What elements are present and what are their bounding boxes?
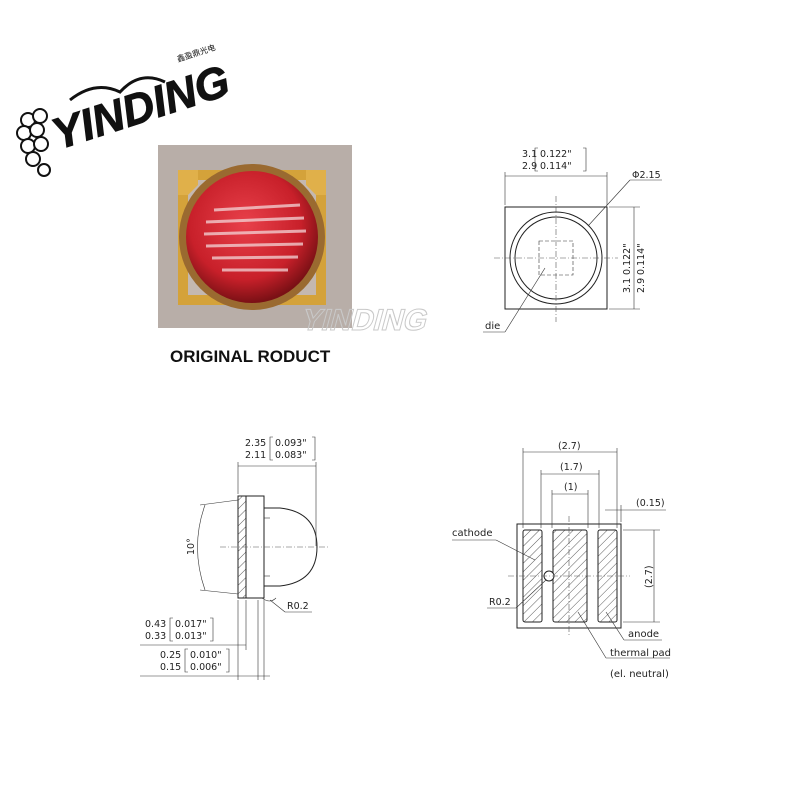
svg-text:2.9: 2.9 [522,161,537,172]
svg-text:10°: 10° [186,538,197,555]
svg-text:die: die [485,321,500,332]
svg-text:0.006": 0.006" [190,662,222,673]
svg-text:(0.15): (0.15) [636,498,665,509]
svg-text:3.1: 3.1 [622,278,633,293]
lens-highlights [203,203,307,272]
svg-text:thermal pad: thermal pad [610,648,671,659]
svg-text:0.122": 0.122" [540,149,572,160]
svg-text:0.017": 0.017" [175,619,207,630]
svg-text:0.013": 0.013" [175,631,207,642]
svg-text:R0.2: R0.2 [489,597,511,608]
svg-text:2.11: 2.11 [245,450,266,461]
svg-text:0.25: 0.25 [160,650,181,661]
svg-text:0.114": 0.114" [636,243,647,275]
svg-text:0.093": 0.093" [275,438,307,449]
svg-text:(1.7): (1.7) [560,462,583,473]
svg-text:R0.2: R0.2 [287,601,309,612]
bottom-view-drawing: (2.7) (1.7) (1) (0.15) (2.7) cathode R0.… [452,441,671,680]
svg-text:0.33: 0.33 [145,631,166,642]
svg-text:YINDING: YINDING [298,303,432,336]
svg-text:0.010": 0.010" [190,650,222,661]
lens [186,171,318,303]
svg-text:(1): (1) [564,482,577,493]
svg-text:0.43: 0.43 [145,619,166,630]
top-view-drawing: 3.1 0.122" 2.9 0.114" 3.1 0.122" 2.9 0.1… [483,147,662,333]
svg-text:2.35: 2.35 [245,438,266,449]
svg-text:0.083": 0.083" [275,450,307,461]
svg-text:0.15: 0.15 [160,662,181,673]
svg-text:0.122": 0.122" [622,243,633,275]
brand-name: YINDING [46,56,236,159]
photo-caption: ORIGINAL RODUCT [170,347,331,366]
svg-text:2.9: 2.9 [636,278,647,293]
svg-text:(2.7): (2.7) [644,565,655,588]
logo-swoosh [69,76,166,102]
svg-text:(el. neutral): (el. neutral) [610,669,669,680]
svg-text:Φ2.15: Φ2.15 [632,170,661,181]
side-view-drawing: 2.35 0.093" 2.11 0.083" 10° R0.2 0.43 0.… [140,436,330,680]
svg-text:anode: anode [628,629,659,640]
berry-cluster-icon [16,108,51,177]
svg-text:cathode: cathode [452,528,493,539]
watermark: YINDING [298,303,433,337]
svg-text:(2.7): (2.7) [558,441,581,452]
svg-text:0.114": 0.114" [540,161,572,172]
thermal-pad [552,529,588,623]
product-photo: ORIGINAL RODUCT [158,145,352,366]
svg-text:3.1: 3.1 [522,149,537,160]
